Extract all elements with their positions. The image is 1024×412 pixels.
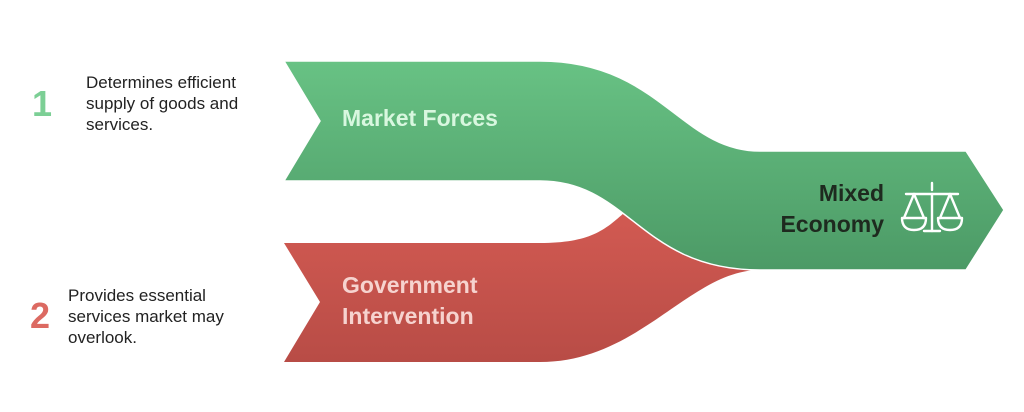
- step-description-2: Provides essential services market may o…: [68, 286, 224, 347]
- market-forces-label: Market Forces: [342, 105, 498, 131]
- market-forces-band: [282, 60, 1005, 271]
- government-intervention-label: Government Intervention: [342, 272, 478, 329]
- government-intervention-band: [284, 212, 760, 362]
- step-number-2: 2: [30, 295, 51, 336]
- mixed-economy-label: Mixed Economy: [780, 180, 884, 237]
- balance-scale-icon: [900, 181, 964, 233]
- step-number-1: 1: [32, 83, 53, 124]
- step-description-1: Determines efficient supply of goods and…: [86, 73, 239, 134]
